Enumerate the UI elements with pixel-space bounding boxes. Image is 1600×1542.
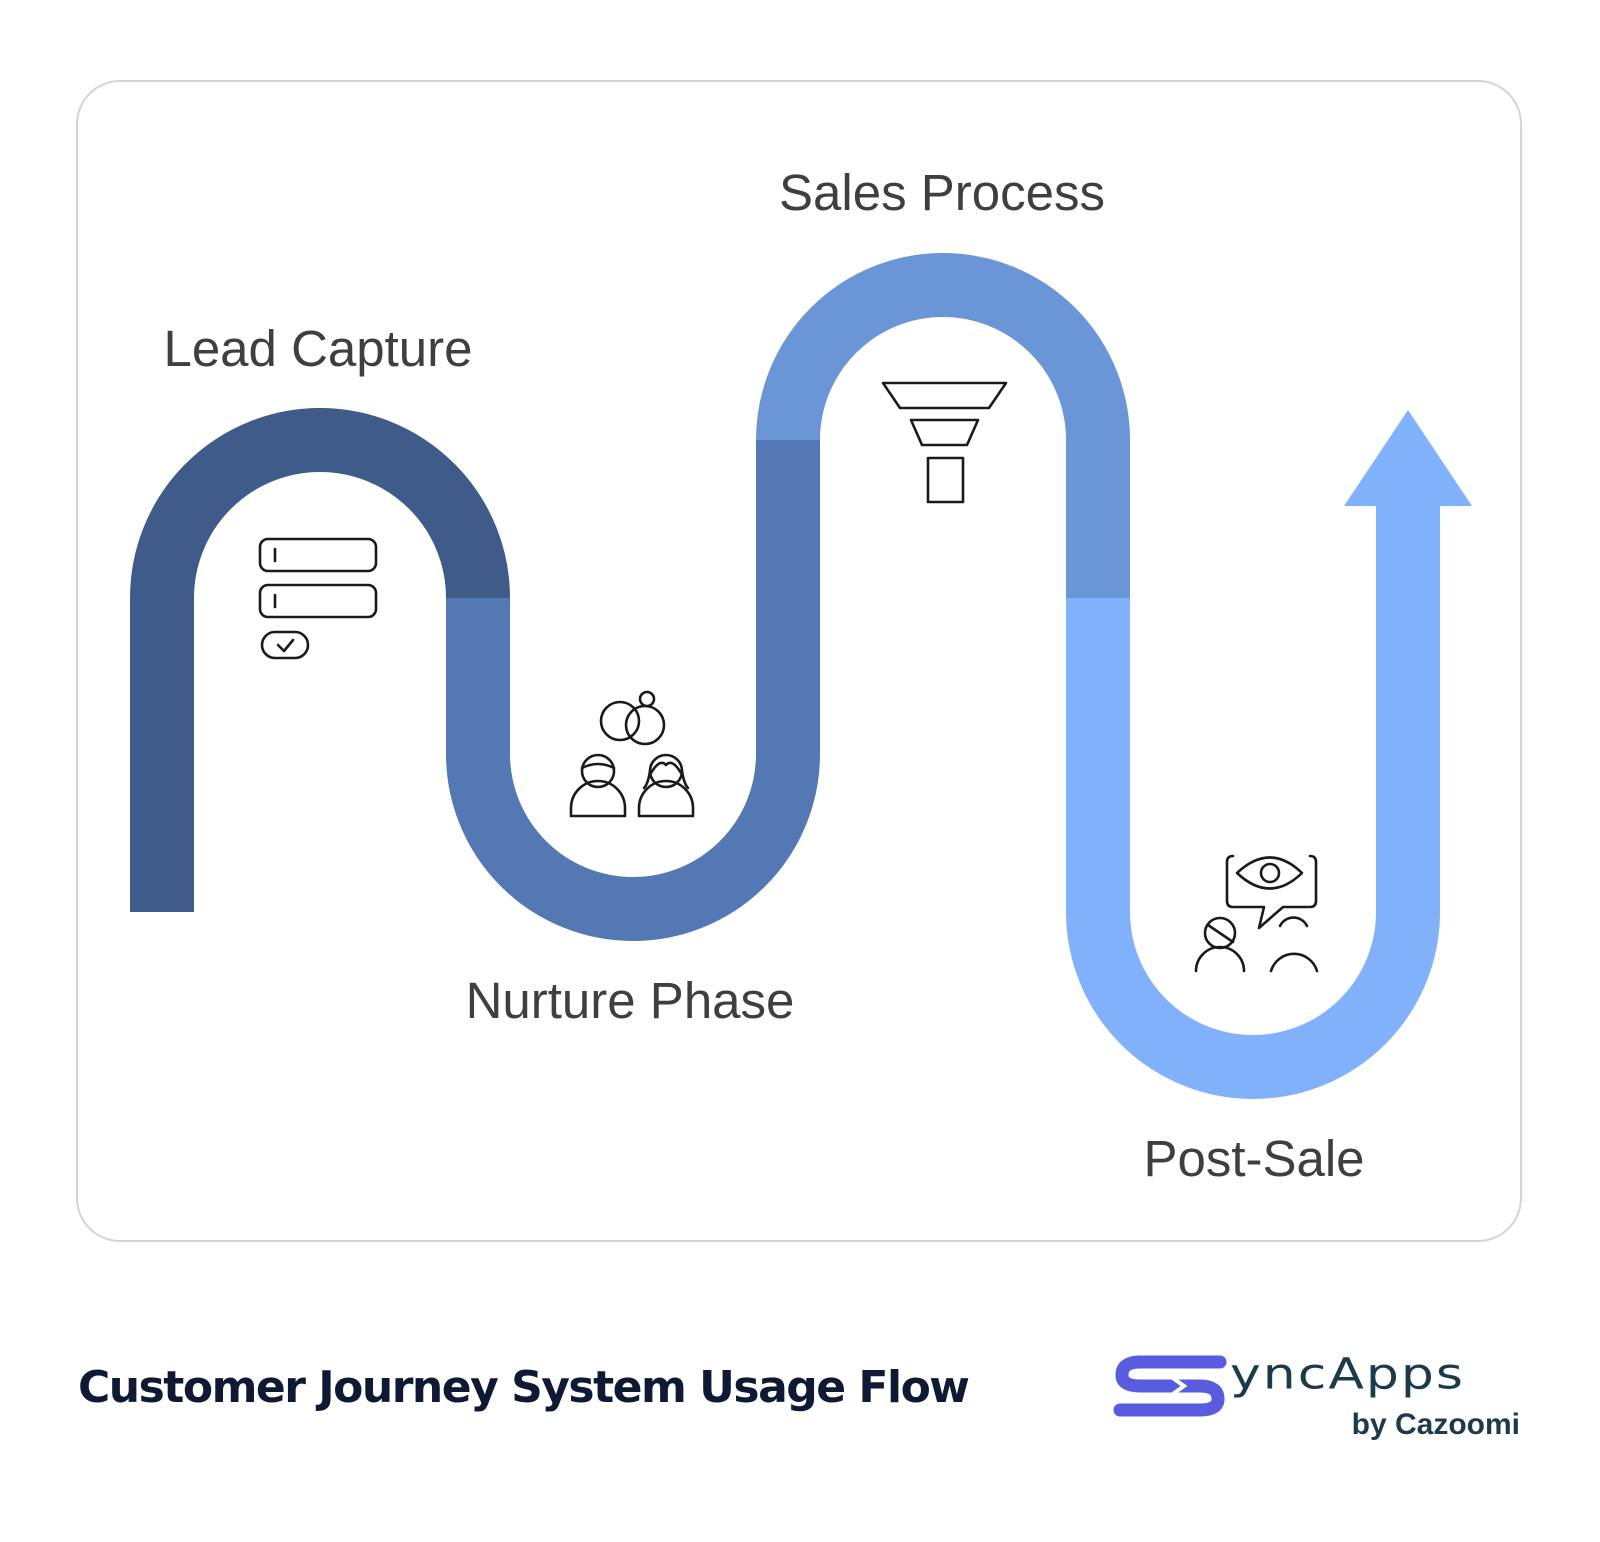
- syncapps-s-mark-icon: [1113, 1355, 1227, 1417]
- diagram-title: Customer Journey System Usage Flow: [78, 1362, 970, 1413]
- stage-label-sales-process: Sales Process: [779, 164, 1105, 221]
- stage-label-post-sale: Post-Sale: [1143, 1130, 1364, 1187]
- path-segment-lead-capture: [130, 408, 510, 912]
- brand-wordmark: yncApps: [1230, 1350, 1465, 1400]
- path-segment-nurture-phase: [446, 440, 820, 941]
- path-segment-sales-process: [756, 253, 1130, 598]
- form-icon: [258, 537, 378, 660]
- stage-label-nurture-phase: Nurture Phase: [466, 972, 795, 1029]
- people-relationship-icon: [569, 690, 695, 818]
- funnel-icon: [881, 381, 1008, 504]
- brand-subtitle: by Cazoomi: [1351, 1408, 1520, 1441]
- syncapps-logo: yncApps by Cazoomi: [1112, 1348, 1530, 1444]
- arrow-up-icon: [1344, 410, 1472, 506]
- stage-label-lead-capture: Lead Capture: [163, 320, 472, 377]
- path-segment-post-sale: [1066, 502, 1440, 1099]
- feedback-eye-icon: [1194, 854, 1319, 973]
